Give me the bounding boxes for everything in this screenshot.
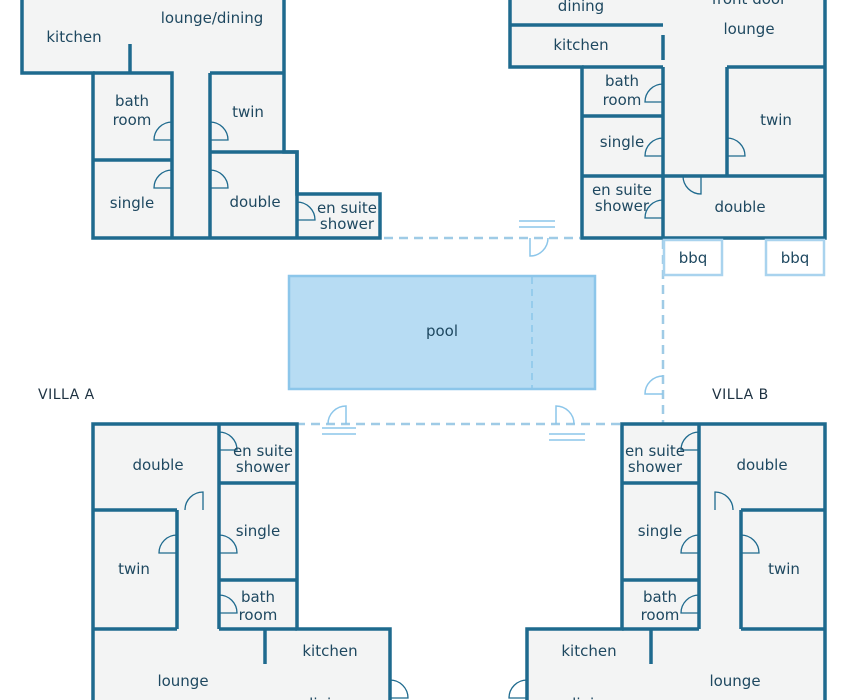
room-label-shower: shower	[236, 458, 291, 476]
villa-bottom-right-outer-wall	[525, 422, 827, 700]
room-label-twin: twin	[760, 111, 792, 129]
room-label-twin: twin	[768, 560, 800, 578]
room-label-en-suite: en suite	[625, 442, 685, 460]
room-label-dining: dining	[558, 0, 604, 15]
room-label-shower: shower	[320, 215, 375, 233]
door-swing	[726, 137, 746, 157]
room-label-single: single	[600, 133, 644, 151]
room-label-double: double	[714, 198, 765, 216]
door-swing	[644, 199, 664, 219]
gate-door-right	[644, 375, 664, 395]
room-label-bath: bath	[643, 588, 677, 606]
gate-bars-top	[519, 220, 555, 228]
pool-label: pool	[426, 322, 458, 340]
door-swing	[644, 83, 664, 103]
room-label-single: single	[110, 194, 154, 212]
door-swing	[218, 594, 238, 614]
door-swing	[389, 679, 409, 699]
door-swing	[740, 534, 760, 554]
door-swing	[153, 169, 173, 189]
room-label-double: double	[132, 456, 183, 474]
bbq-box-1	[662, 238, 724, 277]
villa-b-label: VILLA B	[712, 387, 769, 403]
villa-top-right-outer-wall	[508, 0, 827, 240]
room-label-en-suite: en suite	[317, 199, 377, 217]
room-label-room: room	[113, 111, 152, 129]
villa-top-right: dining front door lounge kitchen bath ro…	[508, 0, 827, 277]
door-swing	[680, 534, 700, 554]
room-label-single: single	[236, 522, 280, 540]
room-label-kitchen: kitchen	[553, 36, 608, 54]
room-label-kitchen: kitchen	[302, 642, 357, 660]
room-label-room: room	[641, 606, 680, 624]
villa-top-left-floor	[22, 0, 380, 238]
villa-top-left: kitchen lounge/dining bath room twin sin…	[20, 0, 382, 240]
gate-bars-bottom-right	[549, 433, 585, 441]
bbq-label-1: bbq	[679, 249, 708, 267]
room-label-dining: dining	[304, 695, 350, 700]
villa-bottom-right: en suite shower double single twin bath …	[508, 422, 827, 700]
door-swing	[209, 169, 229, 189]
door-swing	[714, 491, 734, 511]
door-swing	[644, 137, 664, 157]
wall	[210, 150, 299, 238]
door-swing	[682, 175, 702, 195]
bbq-label-2: bbq	[781, 249, 810, 267]
room-label-kitchen: kitchen	[561, 642, 616, 660]
door-swing	[209, 121, 229, 141]
pool: pool	[287, 274, 597, 391]
room-label-room: room	[603, 91, 642, 109]
gates	[322, 220, 664, 441]
room-label-bath: bath	[241, 588, 275, 606]
room-label-lounge: lounge	[157, 672, 208, 690]
villa-top-right-floor	[510, 0, 825, 238]
door-swing	[508, 679, 528, 699]
door-swing	[153, 121, 173, 141]
room-label-lounge: lounge	[723, 20, 774, 38]
room-label-en-suite: en suite	[233, 442, 293, 460]
room-label-bath: bath	[605, 72, 639, 90]
room-label-twin: twin	[232, 103, 264, 121]
wall	[93, 71, 174, 238]
room-label-front-door: front door	[712, 0, 787, 8]
villa-bottom-left-floor	[93, 424, 390, 700]
villa-bottom-right-floor	[527, 424, 825, 700]
door-swing	[218, 534, 238, 554]
door-swing	[680, 594, 700, 614]
villa-bottom-left: double en suite shower single twin bath …	[91, 422, 409, 700]
room-label-shower: shower	[595, 197, 650, 215]
room-label-single: single	[638, 522, 682, 540]
room-label-lounge: lounge	[709, 672, 760, 690]
gate-bars-bottom-left	[322, 427, 356, 435]
door-swing	[680, 431, 700, 451]
villa-a-label: VILLA A	[38, 387, 95, 403]
door-swing	[184, 491, 204, 511]
door-swing	[296, 201, 316, 221]
room-label-dining: dining	[567, 695, 613, 700]
room-label-en-suite: en suite	[592, 181, 652, 199]
bbq-box-2	[764, 238, 826, 277]
room-label-double: double	[229, 193, 280, 211]
room-label-bath: bath	[115, 92, 149, 110]
room-label-double: double	[736, 456, 787, 474]
door-swing	[218, 431, 238, 451]
room-label-room: room	[239, 606, 278, 624]
room-label-lounge-dining: lounge/dining	[161, 9, 264, 27]
room-label-shower: shower	[628, 458, 683, 476]
gate-door-top	[529, 237, 549, 257]
room-label-twin: twin	[118, 560, 150, 578]
gate-door-bottom-left	[327, 405, 347, 425]
pool-basin	[287, 274, 597, 391]
gate-door-bottom-right	[555, 405, 575, 425]
villa-bottom-left-outer-wall	[91, 422, 392, 700]
room-label-kitchen: kitchen	[46, 28, 101, 46]
door-swing	[158, 534, 178, 554]
